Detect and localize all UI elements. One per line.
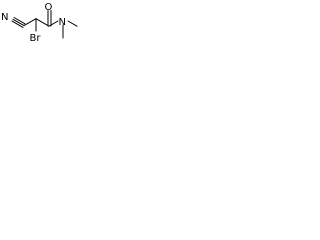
nitrile-triple-bond-line-3 (11, 20, 24, 28)
nitrile-nitrogen-label: N (1, 12, 8, 23)
carbonyl-amide-n-bond (48, 20, 59, 27)
amide-n-methyl-up-bond (67, 20, 78, 27)
amide-nitrogen-label: N (59, 17, 66, 28)
carbonyl-oxygen-label: O (45, 2, 53, 13)
bromine-label: Br (30, 33, 42, 44)
alpha-c-carbonyl-bond (35, 18, 50, 27)
nitrile-c-alpha-bond (23, 18, 37, 27)
nitrile-triple-bond-line-1 (12, 18, 25, 27)
nitrile-triple-bond-line-2 (13, 17, 26, 25)
chemical-structure: N O Br N (1, 2, 78, 44)
